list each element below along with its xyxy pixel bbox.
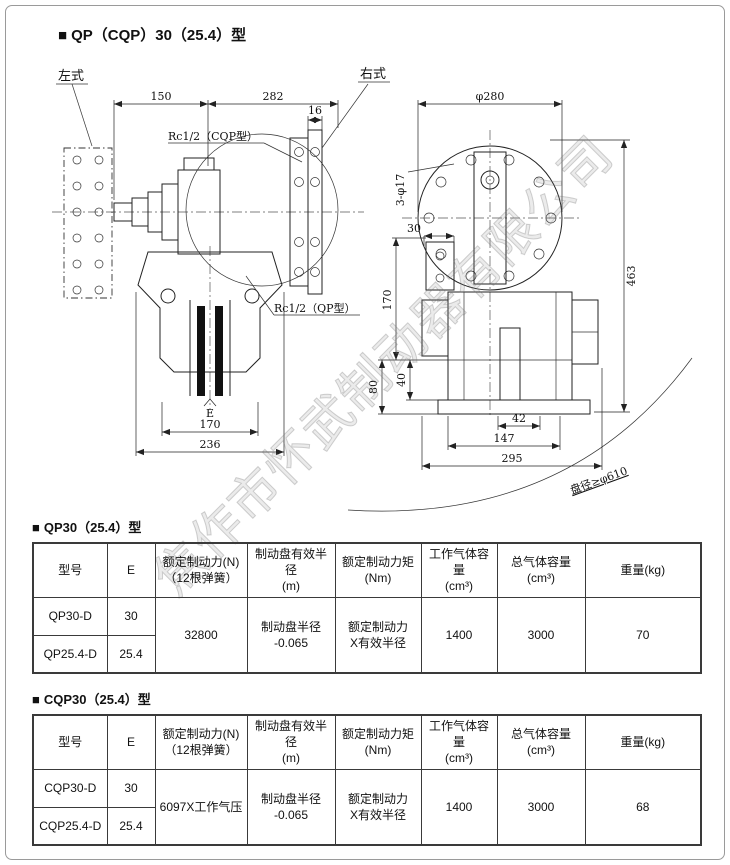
- col-header-model: 型号: [32, 542, 108, 598]
- col-header-working-gas: 工作气体容量 (cm³): [420, 714, 498, 770]
- disc-diameter-note: 盘径≥φ610: [568, 463, 629, 497]
- dim-147: 147: [494, 432, 515, 445]
- dim-236: 236: [200, 438, 221, 451]
- cell-radius: 制动盘半径 -0.065: [246, 596, 336, 674]
- cell-e: 25.4: [106, 634, 156, 674]
- table-row: CQP30-D 30 6097X工作气压 制动盘半径 -0.065 额定制动力 …: [32, 768, 702, 846]
- col-header-torque: 额定制动力矩 (Nm): [334, 714, 422, 770]
- right-view-dimensions: φ280 3-φ17 30 170 40 80 463 42 147: [367, 90, 638, 497]
- dim-42: 42: [512, 412, 526, 425]
- cell-e: 30: [106, 596, 156, 636]
- col-header-model: 型号: [32, 714, 108, 770]
- cell-e: 25.4: [106, 806, 156, 846]
- square-bullet-icon: ■: [58, 27, 68, 44]
- dim-295: 295: [502, 452, 523, 465]
- cqp-section-title-text: CQP30（25.4）型: [43, 692, 151, 707]
- cell-force: 32800: [154, 596, 248, 674]
- dim-170: 170: [381, 290, 394, 311]
- qp-spec-table: 型号 E 额定制动力(N) （12根弹簧） 制动盘有效半径 (m) 额定制动力矩…: [32, 542, 702, 675]
- col-header-force: 额定制动力(N) （12根弹簧）: [154, 714, 248, 770]
- right-view-geometry: [347, 130, 693, 512]
- page-title-text: QP（CQP）30（25.4）型: [71, 27, 247, 44]
- dim-3phi17: 3-φ17: [394, 174, 407, 206]
- dim-e: E: [206, 407, 214, 420]
- table-row: QP30-D 30 32800 制动盘半径 -0.065 额定制动力 X有效半径…: [32, 596, 702, 674]
- right-type-label: 右式: [360, 66, 386, 81]
- qp-section-title-text: QP30（25.4）型: [43, 520, 142, 535]
- cell-weight: 68: [584, 768, 702, 846]
- col-header-radius: 制动盘有效半径 (m): [246, 542, 336, 598]
- cell-model: CQP30-D: [32, 768, 108, 808]
- page-border: [5, 5, 725, 860]
- cell-total-gas: 3000: [496, 768, 586, 846]
- col-header-total-gas: 总气体容量 (cm³): [496, 714, 586, 770]
- cell-e: 30: [106, 768, 156, 808]
- dim-282: 282: [263, 90, 284, 103]
- cqp-section-title: ■CQP30（25.4）型: [32, 689, 151, 708]
- cell-torque: 额定制动力 X有效半径: [334, 768, 422, 846]
- left-type-label: 左式: [58, 68, 84, 83]
- technical-drawing: 150 282 16 E 170 236 左式 右式 Rc1/2（CQP型） R…: [52, 66, 693, 512]
- cell-model: QP30-D: [32, 596, 108, 636]
- dim-40: 40: [395, 373, 408, 387]
- left-view-dimensions: 150 282 16 E 170 236 左式 右式 Rc1/2（CQP型） R…: [56, 66, 390, 456]
- dim-16: 16: [308, 104, 322, 117]
- col-header-e: E: [106, 542, 156, 598]
- dim-463: 463: [625, 266, 638, 287]
- cell-torque: 额定制动力 X有效半径: [334, 596, 422, 674]
- cell-working-gas: 1400: [420, 768, 498, 846]
- cell-total-gas: 3000: [496, 596, 586, 674]
- cqp-spec-table: 型号 E 额定制动力(N) （12根弹簧） 制动盘有效半径 (m) 额定制动力矩…: [32, 714, 702, 847]
- dim-150: 150: [151, 90, 172, 103]
- cell-model: QP25.4-D: [32, 634, 108, 674]
- table-row: CQP25.4-D 25.4: [32, 806, 701, 846]
- col-header-weight: 重量(kg): [584, 542, 702, 598]
- col-header-force: 额定制动力(N) （12根弹簧）: [154, 542, 248, 598]
- table-row: QP25.4-D 25.4: [32, 634, 701, 674]
- dim-30: 30: [407, 222, 421, 235]
- dim-170-bottom: 170: [200, 418, 221, 431]
- cell-working-gas: 1400: [420, 596, 498, 674]
- left-view-geometry: [52, 129, 364, 410]
- col-header-weight: 重量(kg): [584, 714, 702, 770]
- square-bullet-icon: ■: [32, 692, 40, 707]
- qp-section-title: ■QP30（25.4）型: [32, 517, 141, 536]
- rc-cqp-label: Rc1/2（CQP型）: [168, 129, 258, 143]
- dim-80: 80: [367, 380, 380, 394]
- col-header-torque: 额定制动力矩 (Nm): [334, 542, 422, 598]
- col-header-radius: 制动盘有效半径 (m): [246, 714, 336, 770]
- square-bullet-icon: ■: [32, 520, 40, 535]
- cell-weight: 70: [584, 596, 702, 674]
- cell-force: 6097X工作气压: [154, 768, 248, 846]
- dim-phi280: φ280: [476, 90, 505, 103]
- col-header-e: E: [106, 714, 156, 770]
- cell-radius: 制动盘半径 -0.065: [246, 768, 336, 846]
- rc-qp-label: Rc1/2（QP型）: [274, 301, 356, 315]
- col-header-working-gas: 工作气体容量 (cm³): [420, 542, 498, 598]
- page-title: ■QP（CQP）30（25.4）型: [58, 24, 246, 45]
- col-header-total-gas: 总气体容量 (cm³): [496, 542, 586, 598]
- cell-model: CQP25.4-D: [32, 806, 108, 846]
